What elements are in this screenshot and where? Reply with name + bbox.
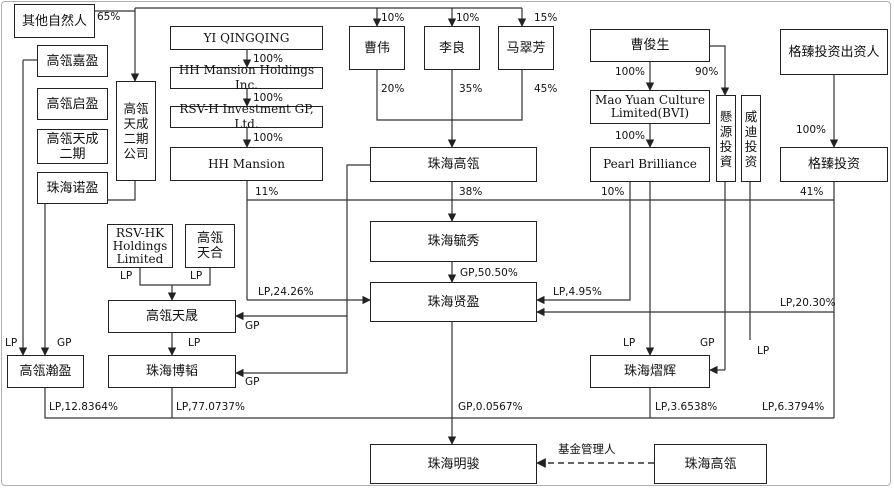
box-weidi: 威 迪 投 资: [741, 95, 761, 182]
label-100e: 100%: [615, 130, 646, 142]
box-rsv-h: RSV-H Investment GP, Ltd.: [170, 102, 323, 131]
box-gezhen: 格臻投资: [780, 147, 888, 182]
box-tiansheng: 高瓴天晟: [108, 300, 236, 333]
box-xianying: 珠海贤盈: [370, 282, 537, 322]
label-20: 20%: [381, 83, 405, 95]
label-lp-d: LP: [188, 337, 201, 349]
box-tianhe: 高瓴 天合: [185, 224, 235, 268]
label-lp-a: LP: [120, 270, 133, 282]
label-lp-c: LP: [5, 337, 18, 349]
label-38: 38%: [459, 186, 483, 198]
label-lp-f: LP: [757, 345, 770, 357]
label-41: 41%: [800, 186, 824, 198]
box-zhuhai-gaoling-2: 珠海高瓴: [654, 444, 767, 484]
box-caowei: 曹伟: [349, 26, 405, 70]
label-lp-770737: LP,77.0737%: [176, 401, 245, 413]
box-tiancheng-co: 高瓴 天成 二期 公司: [116, 81, 156, 181]
box-bochang: 珠海博韬: [108, 355, 236, 388]
box-yuhui: 珠海熠辉: [590, 355, 710, 388]
label-100d: 100%: [615, 66, 646, 78]
box-hangxiu: 珠海毓秀: [370, 221, 537, 262]
label-lp-2426: LP,24.26%: [258, 286, 314, 298]
label-gp-d: GP: [245, 376, 260, 388]
label-100a: 100%: [253, 53, 284, 65]
box-nuoying: 珠海诺盈: [37, 172, 108, 204]
label-gp-00567: GP,0.0567%: [458, 401, 523, 413]
label-gp-5050: GP,50.50%: [460, 267, 518, 279]
box-tiancheng2: 高瓴天成 二期: [37, 129, 108, 164]
label-lp-63794: LP,6.3794%: [762, 401, 825, 413]
label-lp-e: LP: [623, 337, 636, 349]
label-11: 11%: [255, 186, 279, 198]
box-liliang: 李良: [424, 26, 480, 70]
label-lp-2030: LP,20.30%: [780, 297, 836, 309]
label-lp-495: LP,4.95%: [553, 286, 602, 298]
label-gp-c: GP: [700, 337, 715, 349]
label-lp-128364: LP,12.8364%: [49, 401, 118, 413]
box-jiaying: 高瓴嘉盈: [37, 45, 108, 77]
box-hh-mansion: HH Mansion: [170, 147, 323, 181]
label-100c: 100%: [253, 132, 284, 144]
box-pearl-brilliance: Pearl Brilliance: [590, 147, 710, 182]
label-lp-36538: LP,3.6538%: [655, 401, 718, 413]
label-90: 90%: [695, 66, 719, 78]
label-gp-b: GP: [57, 337, 72, 349]
label-10b: 10%: [456, 12, 480, 24]
label-35: 35%: [459, 83, 483, 95]
box-hh-mansion-holdings: HH Mansion Holdings Inc.: [170, 63, 323, 92]
label-65: 65%: [97, 11, 121, 23]
box-mingjun: 珠海明骏: [370, 444, 537, 484]
box-macuifang: 马翠芳: [498, 26, 554, 70]
label-100b: 100%: [253, 92, 284, 104]
label-lp-b: LP: [190, 270, 203, 282]
box-hanying: 高瓴瀚盈: [7, 355, 84, 388]
label-fund-manager: 基金管理人: [558, 442, 616, 456]
label-45: 45%: [534, 83, 558, 95]
box-caojunsheng: 曹俊生: [590, 29, 710, 62]
label-15: 15%: [534, 12, 558, 24]
label-100f: 100%: [796, 124, 827, 136]
box-gezhen-investors: 格臻投资出资人: [780, 29, 888, 75]
box-rsv-hk: RSV-HK Holdings Limited: [107, 224, 173, 268]
box-yi-qingqing: YI QINGQING: [170, 26, 323, 50]
box-zhuhai-gaoling: 珠海高瓴: [370, 147, 537, 182]
label-10c: 10%: [601, 186, 625, 198]
box-qita: 其他自然人: [14, 4, 95, 38]
box-qiying: 高瓴启盈: [37, 88, 108, 120]
label-gp-a: GP: [245, 320, 260, 332]
box-mao-yuan: Mao Yuan Culture Limited(BVI): [590, 90, 710, 124]
box-yiyuan: 懸 源 投 資: [716, 95, 736, 182]
label-10a: 10%: [381, 12, 405, 24]
